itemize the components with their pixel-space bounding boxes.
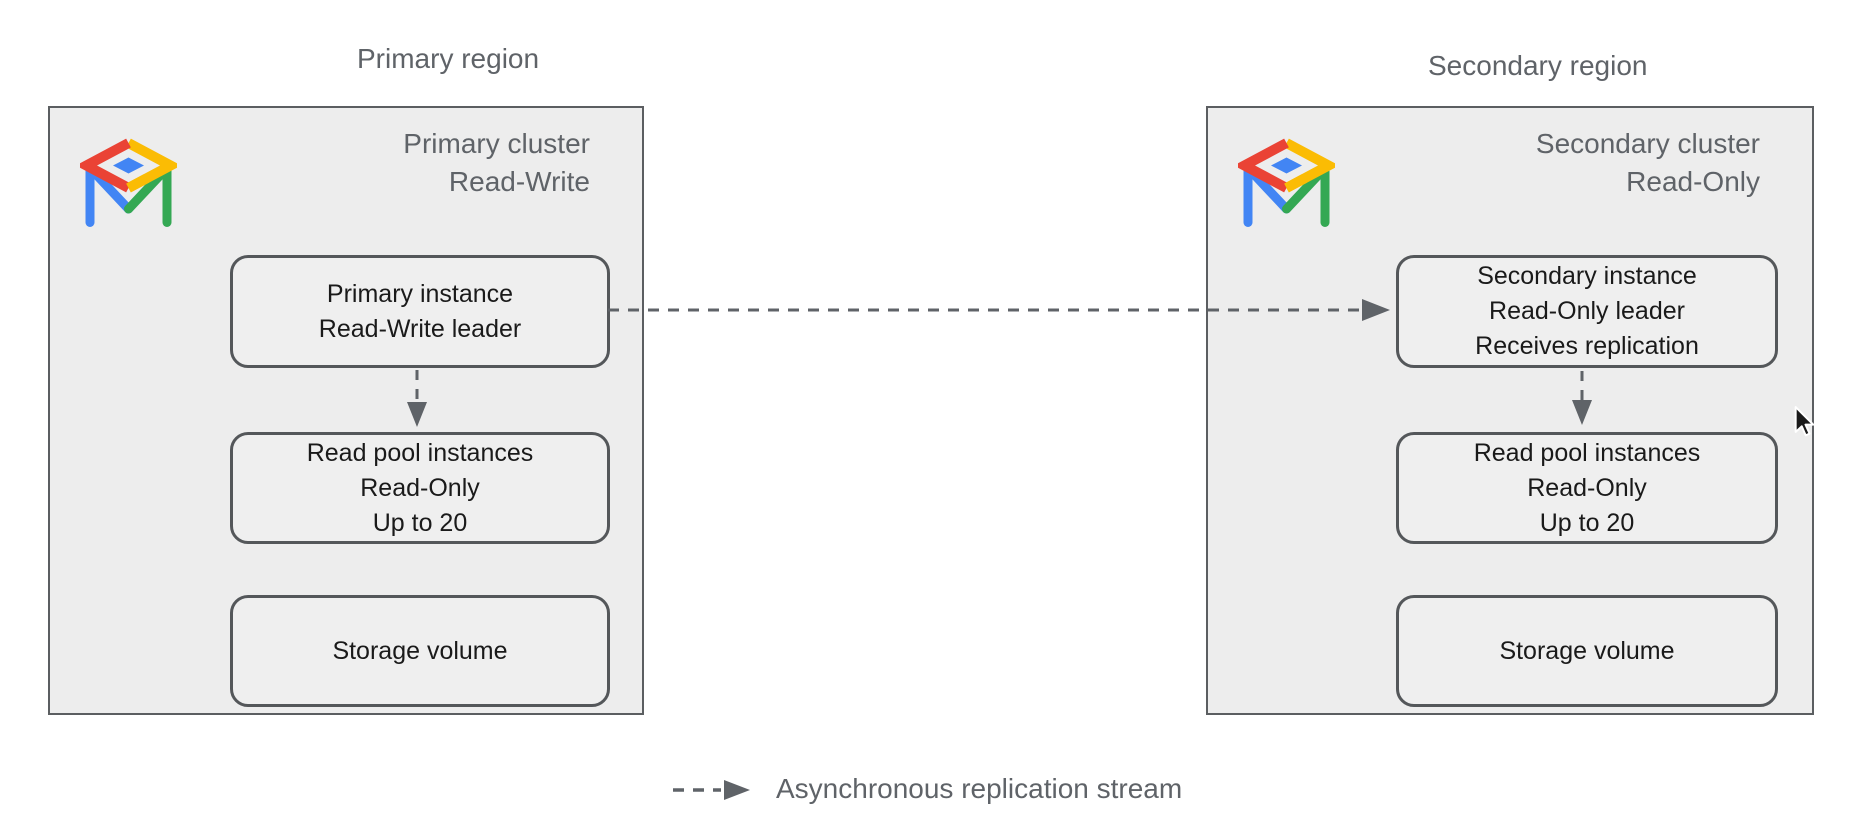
primary-cluster-panel: Primary cluster Read-Write Primary insta… [48,106,644,715]
primary-instance-node: Primary instance Read-Write leader [230,255,610,368]
cluster-title-line: Read-Write [448,166,590,197]
secondary-region-label: Secondary region [1428,50,1648,81]
node-line: Read pool instances [1473,438,1701,467]
cluster-title-line: Secondary cluster [1535,128,1760,159]
node-line: Read-Only [360,473,480,502]
node-line: Primary instance [326,279,514,308]
node-line: Read-Only leader [1489,297,1685,325]
node-line: Receives replication [1475,332,1699,360]
legend-dashed-arrow-icon [673,780,750,800]
secondary-read-pool-node: Read pool instances Read-Only Up to 20 [1396,432,1778,544]
legend-label: Asynchronous replication stream [776,773,1183,804]
node-line: Secondary instance [1477,262,1697,290]
node-line: Up to 20 [1539,508,1635,537]
mouse-cursor-icon [1794,406,1815,437]
node-line: Up to 20 [372,508,468,537]
cluster-title-line: Read-Only [1626,166,1760,197]
primary-read-pool-node: Read pool instances Read-Only Up to 20 [230,432,610,544]
primary-cluster-title: Primary cluster Read-Write [403,125,590,201]
node-line: Storage volume [332,636,508,665]
primary-storage-node: Storage volume [230,595,610,707]
alloydb-icon [80,138,177,227]
alloydb-icon [1238,138,1335,227]
secondary-storage-node: Storage volume [1396,595,1778,707]
node-line: Read pool instances [306,438,534,467]
primary-region-label: Primary region [357,43,540,74]
node-line: Read-Write leader [318,314,522,343]
secondary-instance-node: Secondary instance Read-Only leader Rece… [1396,255,1778,368]
cluster-title-line: Primary cluster [403,128,590,159]
secondary-cluster-panel: Secondary cluster Read-Only Secondary in… [1206,106,1814,715]
secondary-cluster-title: Secondary cluster Read-Only [1536,125,1760,201]
node-line: Read-Only [1527,473,1647,502]
node-line: Storage volume [1499,636,1675,665]
